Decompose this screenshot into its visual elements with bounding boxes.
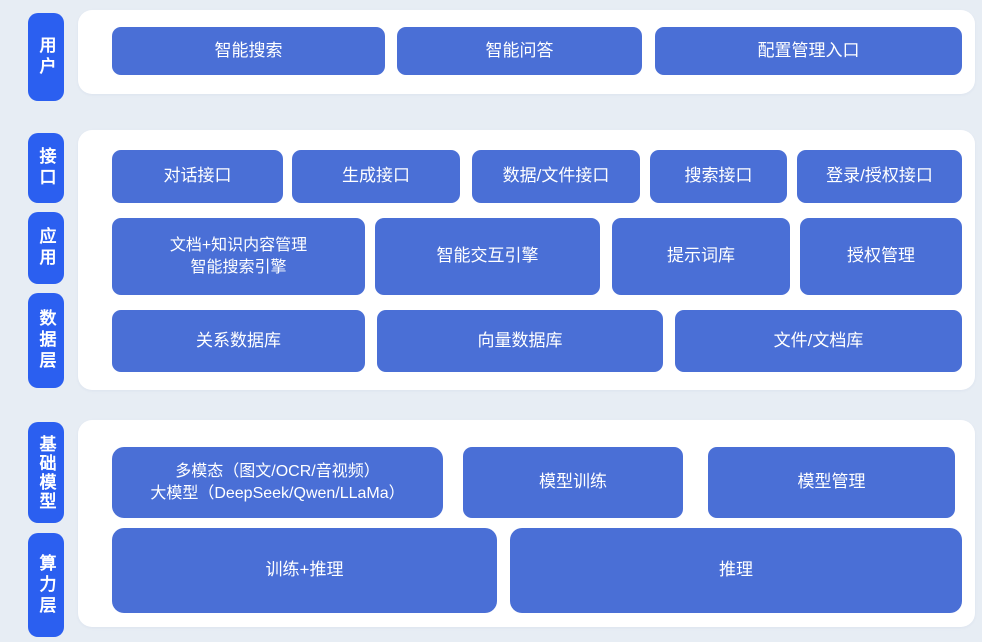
node-line-2: 大模型（DeepSeek/Qwen/LLaMa） [150, 484, 405, 502]
node-config-management-entry: 配置管理入口 [655, 27, 962, 75]
node-line-1: 文档+知识内容管理 [169, 236, 308, 254]
panel-bottom-layers: 多模态（图文/OCR/音视频） 大模型（DeepSeek/Qwen/LLaMa）… [78, 420, 975, 627]
layer-label-compute: 算力层 [28, 533, 64, 637]
layer-label-application: 应用 [28, 212, 64, 284]
layer-label-user: 用户 [28, 13, 64, 101]
node-auth-management: 授权管理 [800, 218, 962, 295]
layer-label-data: 数据层 [28, 293, 64, 388]
node-interaction-engine: 智能交互引擎 [375, 218, 600, 295]
node-line-1: 多模态（图文/OCR/音视频） [175, 462, 380, 480]
node-vector-db: 向量数据库 [377, 310, 663, 372]
node-prompt-library: 提示词库 [612, 218, 790, 295]
node-model-management: 模型管理 [708, 447, 955, 518]
node-smart-qa: 智能问答 [397, 27, 642, 75]
node-multimodal-llm: 多模态（图文/OCR/音视频） 大模型（DeepSeek/Qwen/LLaMa） [112, 447, 443, 518]
node-data-file-api: 数据/文件接口 [472, 150, 640, 203]
node-doc-knowledge-search-engine: 文档+知识内容管理 智能搜索引擎 [112, 218, 365, 295]
node-line-2: 智能搜索引擎 [190, 258, 287, 276]
node-login-auth-api: 登录/授权接口 [797, 150, 962, 203]
node-smart-search: 智能搜索 [112, 27, 385, 75]
node-search-api: 搜索接口 [650, 150, 787, 203]
node-inference: 推理 [510, 528, 962, 613]
node-relational-db: 关系数据库 [112, 310, 365, 372]
node-dialog-api: 对话接口 [112, 150, 283, 203]
layer-label-interface: 接口 [28, 133, 64, 203]
node-file-doc-store: 文件/文档库 [675, 310, 962, 372]
layer-label-base-model: 基础模型 [28, 422, 64, 523]
node-generation-api: 生成接口 [292, 150, 460, 203]
panel-middle-layers: 对话接口 生成接口 数据/文件接口 搜索接口 登录/授权接口 文档+知识内容管理… [78, 130, 975, 390]
node-model-training: 模型训练 [463, 447, 683, 518]
node-training-inference: 训练+推理 [112, 528, 497, 613]
panel-user-layer: 智能搜索 智能问答 配置管理入口 [78, 10, 975, 94]
